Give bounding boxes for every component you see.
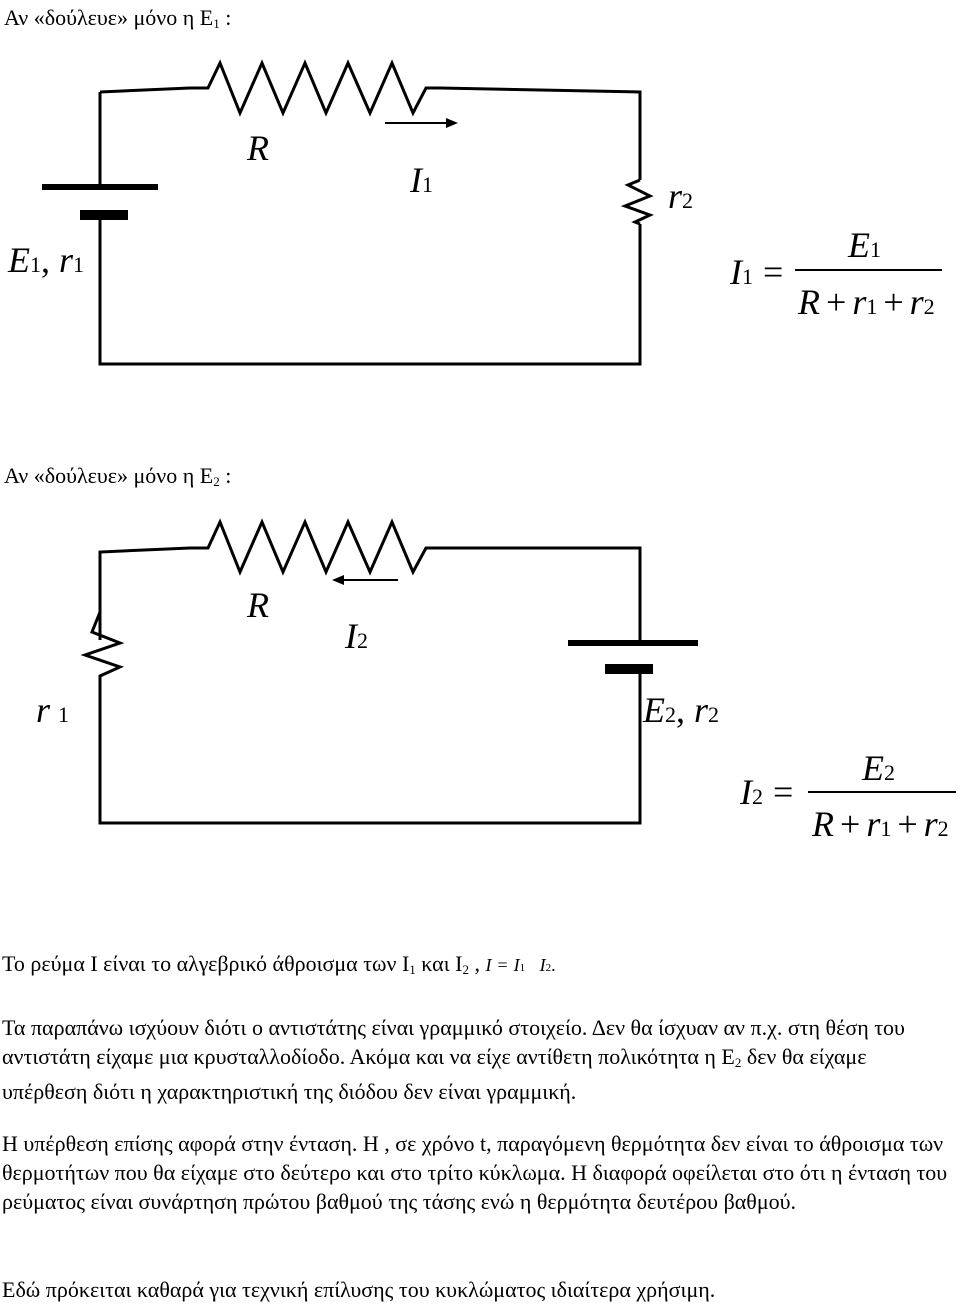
paragraph-heat: Η υπέρθεση επίσης αφορά στην ένταση. Η ,…: [2, 1131, 948, 1214]
formula-2-lhs: I2=: [740, 772, 794, 812]
current-arrow-I1: [385, 118, 458, 128]
label-R-2: R: [247, 585, 269, 625]
battery-long-plate-2: [568, 640, 698, 646]
formula-2-denominator: R+r1+r2: [812, 804, 949, 844]
formula-1-lhs: I1=: [730, 252, 784, 292]
resistor-r2-1: [620, 178, 654, 226]
resistor-r1-2: [80, 611, 125, 680]
section1-heading: Αν «δούλευε» μόνο η Ε1 :: [4, 5, 232, 31]
resistor-R-wire-1: [99, 59, 642, 180]
formula-2-numerator: E2: [862, 748, 895, 788]
battery-short-plate-2: [605, 664, 653, 674]
label-E1-r1: E1, r1: [8, 240, 85, 280]
label-r2-1: r2: [668, 176, 694, 216]
circuit-1-diagram: [42, 59, 942, 366]
sum-line: Το ρεύμα Ι είναι το αλγεβρικό άθροισμα τ…: [2, 951, 556, 977]
paragraph-linearity: Τα παραπάνω ισχύουν διότι ο αντιστάτης ε…: [2, 1015, 905, 1104]
section2-heading: Αν «δούλευε» μόνο η Ε2 :: [4, 463, 232, 489]
label-I1: I1: [410, 160, 433, 200]
circuit-2-diagram: [80, 518, 956, 825]
battery-long-plate-1: [42, 184, 158, 190]
paragraph-technique: Εδώ πρόκειται καθαρά για τεχνική επίλυση…: [2, 1277, 716, 1302]
resistor-R-wire-2: [98, 518, 642, 640]
formula-1-numerator: E1: [848, 225, 881, 265]
label-I2: I2: [345, 616, 368, 656]
label-E2-r2: E2, r2: [643, 690, 720, 730]
current-arrow-I2: [332, 575, 398, 585]
label-R-1: R: [247, 128, 269, 168]
formula-1-denominator: R+r1+r2: [798, 282, 935, 322]
battery-short-plate-1: [80, 210, 128, 220]
